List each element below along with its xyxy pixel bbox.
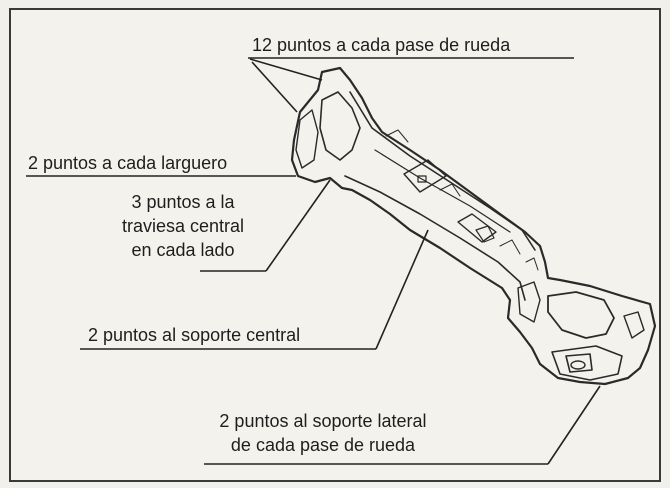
label-side-support: 2 puntos al soporte lateral de cada pase… — [192, 409, 454, 457]
label-side-support-line-1: 2 puntos al soporte lateral — [219, 411, 427, 431]
rib-1 — [385, 129, 409, 143]
center-hole — [417, 175, 427, 183]
leader-center-support — [375, 229, 429, 350]
rear-bracket-window — [547, 291, 615, 339]
rib-4 — [525, 257, 539, 271]
label-cross-member-line-1: 3 puntos a la — [131, 192, 235, 212]
leader-wheel-arch-a — [249, 58, 323, 81]
middle-slot-inner — [475, 225, 495, 243]
rear-mount-bolt — [570, 360, 586, 370]
rear-bracket-inner — [517, 281, 541, 323]
front-bracket-lip — [295, 109, 319, 169]
label-center-support: 2 puntos al soporte central — [88, 325, 301, 345]
rear-bracket-lower — [551, 345, 623, 381]
label-wheel-arch: 12 puntos a cada pase de rueda — [252, 35, 511, 55]
front-bracket-window — [319, 91, 361, 161]
label-cross-member-line-3: en cada lado — [131, 240, 235, 260]
subframe-rail-mid — [374, 149, 511, 233]
subframe-rail-top — [349, 91, 536, 251]
leader-side-support — [547, 385, 601, 465]
label-side-support-line-2: de cada pase de rueda — [230, 435, 416, 455]
middle-slot — [457, 213, 497, 243]
label-cross-member: 3 puntos a la traviesa central en cada l… — [108, 190, 258, 262]
diagram-frame — [9, 8, 661, 482]
label-side-member: 2 puntos a cada larguero — [28, 153, 228, 173]
rear-mount — [565, 353, 593, 373]
center-plate — [403, 159, 447, 193]
leader-cross-member — [265, 179, 331, 272]
rib-3 — [499, 239, 521, 255]
subframe-rail-bottom — [344, 175, 526, 301]
rear-side-lug — [623, 311, 645, 339]
label-cross-member-line-2: traviesa central — [121, 216, 245, 236]
subframe-outline — [290, 66, 657, 386]
rib-2 — [439, 183, 461, 197]
leader-wheel-arch-b — [251, 61, 298, 113]
